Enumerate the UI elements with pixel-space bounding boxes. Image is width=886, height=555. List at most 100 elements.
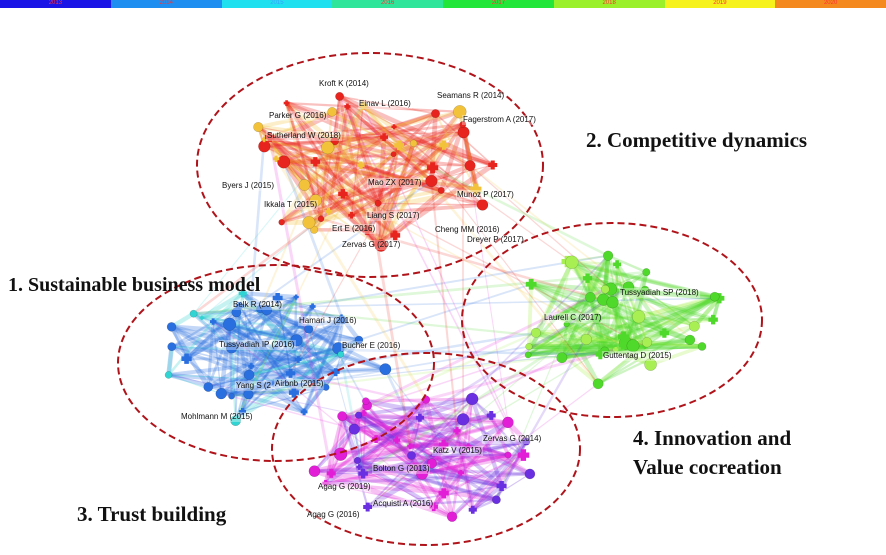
edge (527, 284, 534, 347)
edge (644, 297, 720, 348)
edge (356, 438, 398, 462)
edge (410, 255, 609, 457)
network-node (243, 389, 254, 400)
edge (410, 442, 444, 449)
network-node (225, 342, 238, 354)
edge (186, 357, 299, 362)
network-node (595, 349, 606, 360)
edge (638, 295, 720, 320)
node-label-dreyer-2017: Dreyer P (2017) (466, 235, 525, 245)
edge (231, 346, 601, 356)
edge (269, 125, 395, 138)
edge (459, 421, 509, 474)
network-node (429, 502, 438, 512)
edge (360, 163, 442, 193)
edge (308, 186, 477, 225)
edge (528, 337, 587, 349)
cluster-label-innovation-1: 4. Innovation and (633, 426, 792, 450)
edge (262, 138, 428, 401)
edge (393, 110, 461, 129)
network-node (344, 103, 351, 110)
edge (212, 320, 337, 373)
edge (555, 285, 630, 320)
edge (229, 180, 432, 326)
network-node (465, 392, 479, 406)
edge (263, 110, 333, 141)
edge (263, 138, 362, 167)
network-node (470, 183, 482, 195)
edge (292, 315, 344, 394)
timeline-segment-2017: 2017 (443, 0, 554, 8)
network-node (486, 411, 496, 420)
edge (314, 461, 432, 473)
edge (528, 354, 562, 359)
network-node (563, 321, 570, 328)
edge (242, 293, 252, 367)
edge (241, 358, 300, 413)
edge (280, 141, 415, 224)
edge (312, 297, 720, 308)
edge (248, 352, 342, 377)
edge (332, 139, 380, 205)
edge (392, 122, 464, 157)
network-node (496, 481, 507, 492)
edge (526, 261, 574, 356)
cluster-ellipse-innovation (461, 222, 763, 418)
network-node (361, 397, 370, 405)
network-node (243, 369, 255, 381)
node-label-belk-2014: Belk R (2014) (232, 300, 283, 310)
network-node (363, 502, 373, 512)
edge (313, 350, 605, 383)
edge (185, 295, 298, 361)
network-node (390, 230, 401, 241)
network-node (684, 334, 696, 346)
edge (339, 95, 573, 263)
network-node (425, 174, 438, 188)
node-label-fagerstrom-2017: Fagerstrom A (2017) (462, 115, 537, 125)
edge (456, 413, 493, 433)
node-label-bolton-2013: Bolton G (2013) (372, 464, 431, 474)
network-node (697, 342, 707, 351)
network-node (626, 339, 640, 353)
edge (411, 443, 444, 457)
edge (365, 400, 469, 448)
edge (268, 135, 354, 217)
edge (325, 472, 530, 485)
network-node (613, 346, 619, 353)
edge (471, 453, 526, 512)
edge (396, 356, 563, 442)
edge (296, 318, 344, 342)
edge (292, 352, 343, 395)
edge (264, 145, 471, 167)
edge (340, 429, 458, 456)
network-node (446, 511, 458, 522)
edge (230, 296, 297, 349)
edge (308, 153, 395, 224)
network-node (431, 109, 441, 119)
network-node (554, 314, 560, 320)
edge (645, 294, 717, 345)
edge (263, 145, 646, 348)
edge (238, 305, 295, 394)
network-node (293, 294, 299, 300)
network-node (288, 387, 299, 398)
edge (463, 132, 509, 423)
network-node (309, 303, 316, 310)
edge (192, 311, 342, 357)
network-node (640, 285, 650, 295)
network-node (591, 313, 603, 324)
network-node (488, 160, 498, 170)
edge (398, 122, 464, 148)
edge (430, 163, 471, 183)
edge (231, 346, 341, 356)
edge (357, 413, 398, 442)
network-node (283, 100, 290, 107)
edge (346, 105, 443, 192)
edge (327, 210, 378, 246)
network-node (600, 284, 610, 294)
edge (443, 144, 703, 348)
edge (375, 142, 415, 246)
edge (443, 454, 524, 495)
edge (212, 319, 292, 375)
edge (527, 337, 691, 358)
